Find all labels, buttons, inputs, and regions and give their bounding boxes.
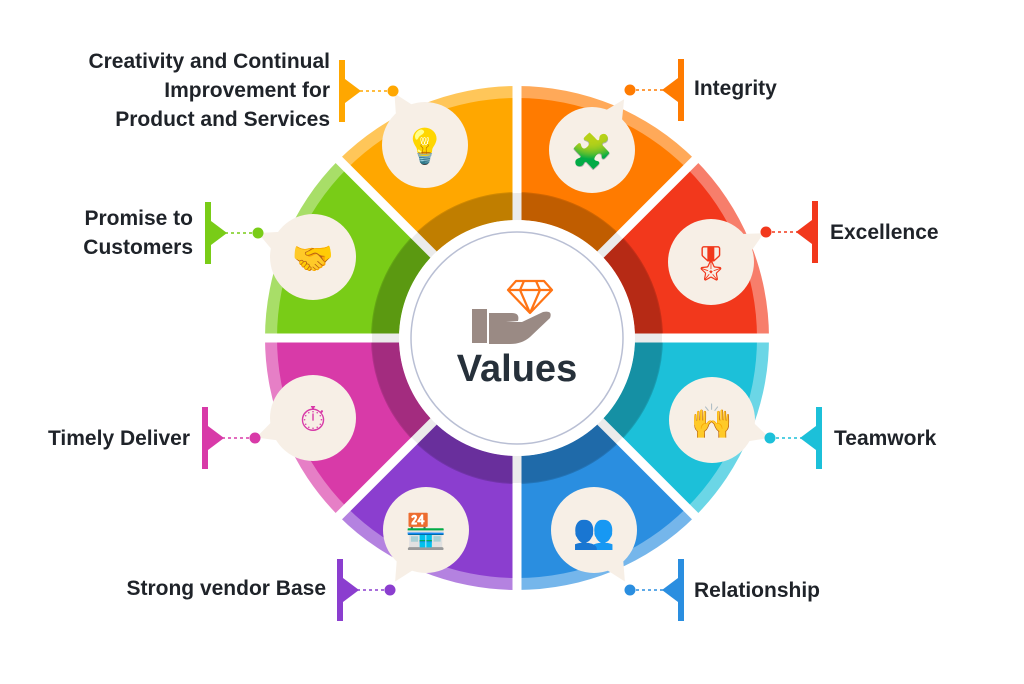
callout-bracket bbox=[337, 559, 359, 621]
puzzle-icon: 🧩 bbox=[571, 132, 613, 171]
callout-strong-vendor-base: 🏪 bbox=[337, 487, 469, 621]
callout-bracket bbox=[205, 202, 227, 264]
callout-bracket bbox=[800, 407, 822, 469]
label-line: Creativity and Continual bbox=[88, 50, 330, 73]
label-timely-deliver: Timely Deliver bbox=[47, 427, 190, 450]
label-line: Customers bbox=[83, 236, 193, 259]
label-excellence: Excellence bbox=[830, 221, 939, 244]
segment-inner-band bbox=[600, 338, 663, 442]
handshake-shield-icon: 🤝 bbox=[292, 240, 334, 278]
connector-dot bbox=[387, 85, 399, 97]
diamond-shape bbox=[506, 279, 554, 315]
label-integrity: Integrity bbox=[694, 77, 777, 100]
icon-bubble bbox=[270, 214, 356, 300]
lightbulb-gear-icon: 💡 bbox=[404, 127, 446, 166]
network-people-icon: 👥 bbox=[573, 513, 615, 551]
callout-timely-deliver: ⏱ bbox=[202, 375, 356, 469]
hand-diamond-icon bbox=[472, 279, 554, 344]
label-creativity: Creativity and Continual Improvement for… bbox=[88, 47, 330, 134]
connector-dot bbox=[760, 226, 772, 238]
hand-cuff bbox=[472, 309, 487, 343]
segment-inner-band bbox=[371, 234, 434, 338]
segment-inner-band bbox=[517, 192, 621, 255]
connector-dot bbox=[384, 584, 396, 596]
segment-inner-band bbox=[413, 421, 517, 484]
connector-dot bbox=[624, 84, 636, 96]
segment-inner-band bbox=[371, 338, 434, 442]
award-ribbon-icon: 🎖 bbox=[689, 245, 732, 283]
team-celebration-icon: 🙌 bbox=[691, 403, 733, 441]
vendor-stall-icon: 🏪 bbox=[405, 512, 447, 551]
segment-inner-band bbox=[600, 234, 663, 338]
icon-bubble bbox=[382, 102, 468, 188]
connector-dot bbox=[624, 584, 636, 596]
callout-creativity: 💡 bbox=[339, 60, 468, 188]
center-ring bbox=[410, 231, 624, 445]
callout-bracket bbox=[796, 201, 818, 263]
label-promise-to-customers: Promise to Customers bbox=[83, 204, 193, 262]
icon-bubble bbox=[551, 487, 637, 573]
label-line: Promise to bbox=[84, 207, 193, 230]
connector-dot bbox=[249, 432, 261, 444]
callout-bracket bbox=[202, 407, 224, 469]
label-teamwork: Teamwork bbox=[834, 427, 937, 450]
callout-bracket bbox=[339, 60, 361, 122]
callout-bracket bbox=[662, 559, 684, 621]
icon-bubble bbox=[549, 107, 635, 193]
label-strong-vendor-base: Strong vendor Base bbox=[126, 577, 326, 600]
icon-bubble bbox=[383, 487, 469, 573]
callout-relationship: 👥 bbox=[551, 487, 684, 621]
center-title: Values bbox=[456, 348, 578, 390]
icon-bubble bbox=[668, 219, 754, 305]
icon-bubble bbox=[270, 375, 356, 461]
callout-teamwork: 🙌 bbox=[669, 377, 822, 469]
connector-dot bbox=[764, 432, 776, 444]
callout-excellence: 🎖 bbox=[668, 201, 818, 305]
label-line: Improvement for bbox=[164, 79, 330, 102]
hand-palm bbox=[489, 311, 551, 344]
label-relationship: Relationship bbox=[694, 579, 821, 602]
delivery-clock-icon: ⏱ bbox=[300, 401, 327, 439]
icon-bubble bbox=[669, 377, 755, 463]
segment-inner-band bbox=[413, 192, 517, 255]
callout-bracket bbox=[662, 59, 684, 121]
connector-dot bbox=[252, 227, 264, 239]
segment-inner-band bbox=[517, 421, 621, 484]
callout-promise-to-customers: 🤝 bbox=[205, 202, 356, 300]
callout-integrity: 🧩 bbox=[549, 59, 684, 193]
label-line: Product and Services bbox=[115, 108, 330, 131]
